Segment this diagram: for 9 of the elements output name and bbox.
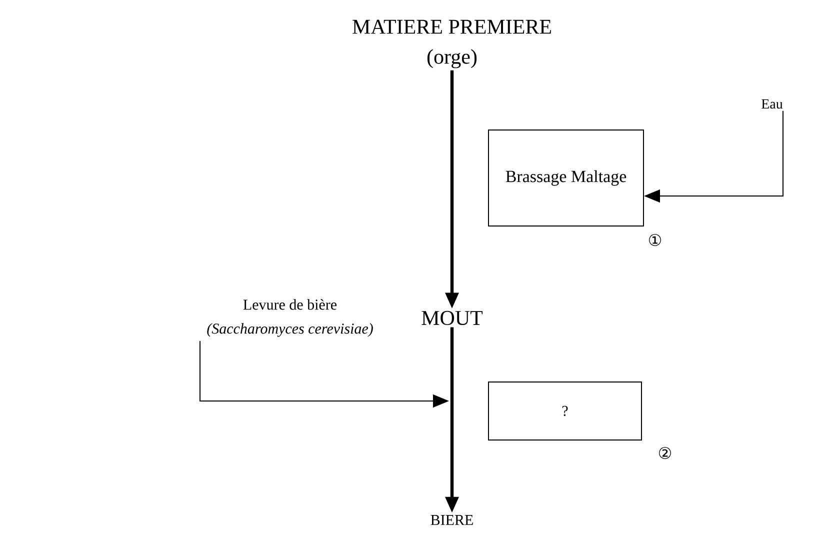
process-box: ? [488, 381, 642, 440]
product-label: BIERE [430, 515, 473, 525]
input-label: Levure de bière (Saccharomyces cerevisiae) [207, 299, 373, 337]
product-label: MOUT [422, 310, 483, 326]
heading-text: MATIERE PREMIERE (orge) [352, 20, 551, 68]
process-box: Brassage Maltage [488, 129, 644, 226]
step-number: ① [649, 234, 661, 246]
step-number: ② [659, 447, 671, 459]
input-label: Eau [762, 99, 783, 109]
